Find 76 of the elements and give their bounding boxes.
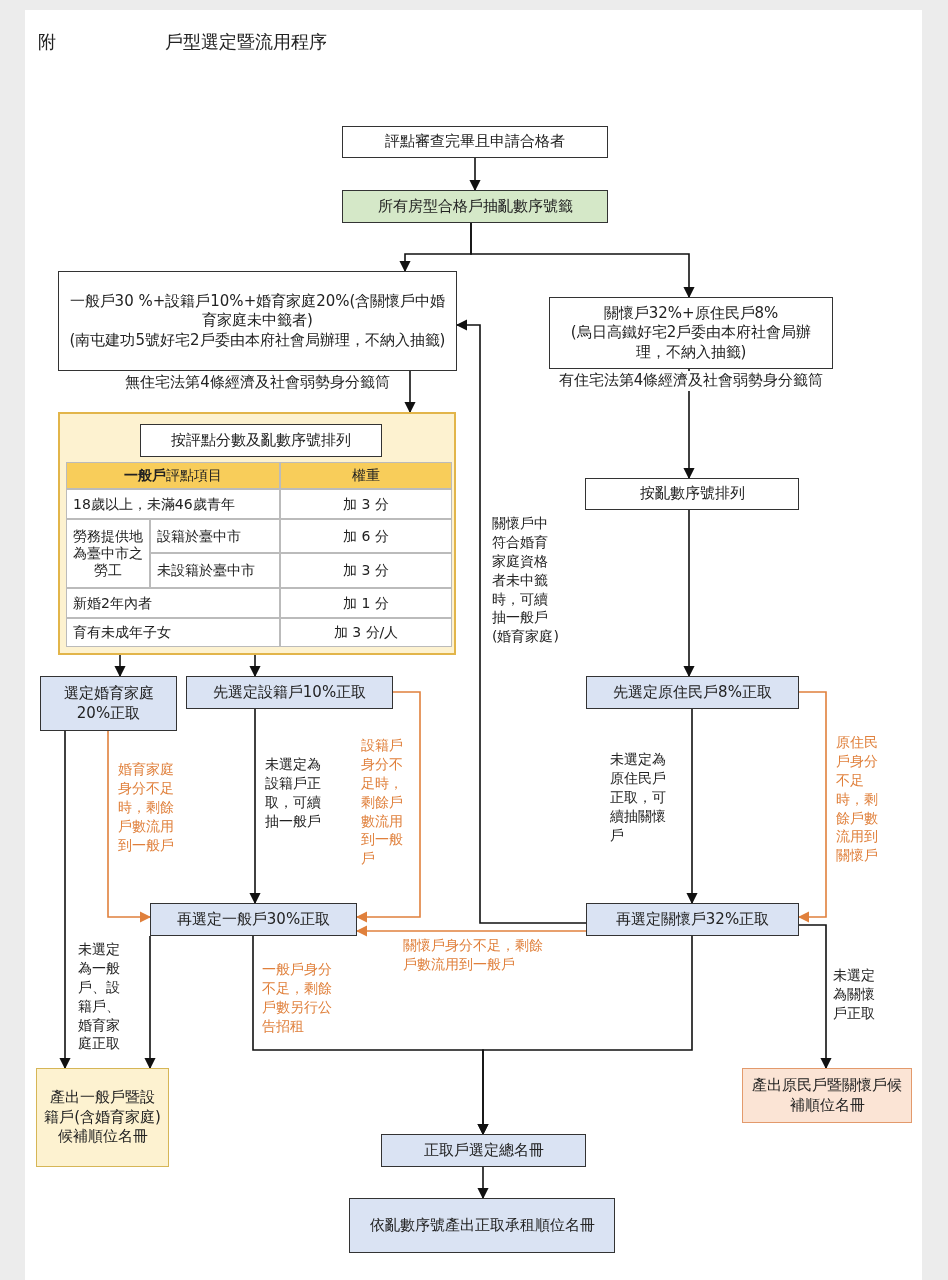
- table-cell: 未設籍於臺中市: [150, 553, 280, 588]
- edge-label: 原住民戶身分不足時，剩餘戶數流用到關懷戶: [836, 733, 879, 866]
- table-cell: 育有未成年子女: [66, 618, 280, 647]
- caption-text: 有住宅法第4條經濟及社會弱勢身分籤筒: [556, 371, 826, 391]
- box-text: 再選定一般戶30%正取: [176, 909, 331, 930]
- table-header: 一般戶評點項目: [66, 462, 280, 489]
- arrow: [249, 708, 261, 905]
- process-box: [40, 676, 177, 731]
- box-text: (烏日高鐵好宅2戶委由本府社會局辦理，不納入抽籤): [569, 323, 813, 363]
- arrow: [798, 924, 832, 1070]
- arrow: [144, 935, 156, 1070]
- box-text: 按亂數序號排列: [639, 484, 745, 504]
- arrow: [114, 654, 126, 678]
- arrow: [686, 708, 698, 905]
- box-text: 一般戶30 %+設籍戶10%+婚育家庭20%(含關懷戶中婚育家庭未中籤者): [68, 291, 447, 331]
- box-text: 關懷戶32%+原住民戶8%: [603, 303, 779, 324]
- process-box: [342, 126, 608, 158]
- table-cell: 設籍於臺中市: [150, 519, 280, 553]
- process-box: [140, 424, 382, 457]
- box-text: 選定婚育家庭20%正取: [62, 684, 155, 723]
- box-text: 產出一般戶暨設籍戶(含婚育家庭)候補順位名冊: [43, 1088, 162, 1147]
- process-box: [585, 478, 799, 510]
- process-box: [586, 676, 799, 709]
- box-text: 評點審查完畢且申請合格者: [385, 132, 565, 152]
- box-text: 產出原民戶暨關懷戶候補順位名冊: [751, 1076, 903, 1115]
- arrow: [797, 691, 827, 923]
- arrow: [404, 370, 416, 414]
- arrow: [59, 730, 71, 1070]
- table-cell: 勞務提供地為臺中市之勞工: [66, 519, 150, 588]
- box-text: 正取戶選定總名冊: [423, 1140, 544, 1161]
- arrow: [469, 157, 481, 192]
- table-cell: 加 6 分: [280, 519, 452, 553]
- table-header: 權重: [280, 462, 452, 489]
- process-box: [381, 1134, 586, 1167]
- process-box: [342, 190, 608, 223]
- diagram-title: 戶型選定暨流用程序: [165, 30, 327, 54]
- table-cell: 加 3 分: [280, 489, 452, 519]
- output-box: [36, 1068, 169, 1167]
- arrow: [355, 691, 421, 923]
- process-box: [186, 676, 393, 709]
- process-box: [349, 1198, 615, 1253]
- box-text: 依亂數序號產出正取承租順位名冊: [369, 1215, 595, 1236]
- box-text: 所有房型合格戶抽亂數序號籤: [377, 196, 573, 217]
- box-text: 再選定關懷戶32%正取: [615, 909, 770, 930]
- title-prefix: 附: [38, 30, 56, 54]
- panel-box: [58, 412, 456, 655]
- arrow: [107, 730, 152, 923]
- table-cell: 18歲以上，未滿46歲青年: [66, 489, 280, 519]
- box-text: 先選定設籍戶10%正取: [212, 682, 367, 703]
- process-box: [150, 903, 357, 936]
- box-text: 按評點分數及亂數序號排列: [171, 430, 351, 451]
- edge-label: 婚育家庭身分不足時，剩餘戶數流用到一般戶: [118, 760, 174, 855]
- edge-label: 未選定為一般戶、設籍戶、婚育家庭正取: [78, 940, 121, 1054]
- table-cell: 新婚2年內者: [66, 588, 280, 618]
- arrow: [683, 509, 695, 678]
- box-text: 先選定原住民戶8%正取: [613, 682, 772, 703]
- arrow: [455, 319, 587, 924]
- caption-text: 無住宅法第4條經濟及社會弱勢身分籤筒: [123, 373, 392, 393]
- edge-label: 關懷戶身分不足，剩餘戶數流用到一般戶: [403, 936, 544, 974]
- edge-label: 設籍戶身分不足時，剩餘戶數流用到一般戶: [361, 736, 404, 869]
- table-cell: 加 3 分/人: [280, 618, 452, 647]
- edge-label: 關懷戶中符合婚育家庭資格者未中籤時，可續抽一般戶(婚育家庭): [492, 514, 560, 647]
- box-text: (南屯建功5號好宅2戶委由本府社會局辦理，不納入抽籤): [69, 330, 446, 351]
- process-box: [586, 903, 799, 936]
- arrow: [249, 654, 261, 678]
- output-box: [742, 1068, 912, 1123]
- edge-label: 未選定為原住民戶正取，可續抽關懷戶: [610, 750, 667, 845]
- edge-label: 未選定為設籍戶正取，可續抽一般戶: [265, 755, 321, 831]
- table-cell: 加 3 分: [280, 553, 452, 588]
- table-cell: 加 1 分: [280, 588, 452, 618]
- arrow: [355, 925, 587, 937]
- note-text: 一般戶身分不足，剩餘戶數另行公告招租: [262, 960, 333, 1036]
- arrow: [477, 1166, 489, 1200]
- arrow: [477, 935, 693, 1136]
- arrow: [470, 222, 695, 299]
- edge-label: 未選定為關懷戶正取: [833, 966, 876, 1023]
